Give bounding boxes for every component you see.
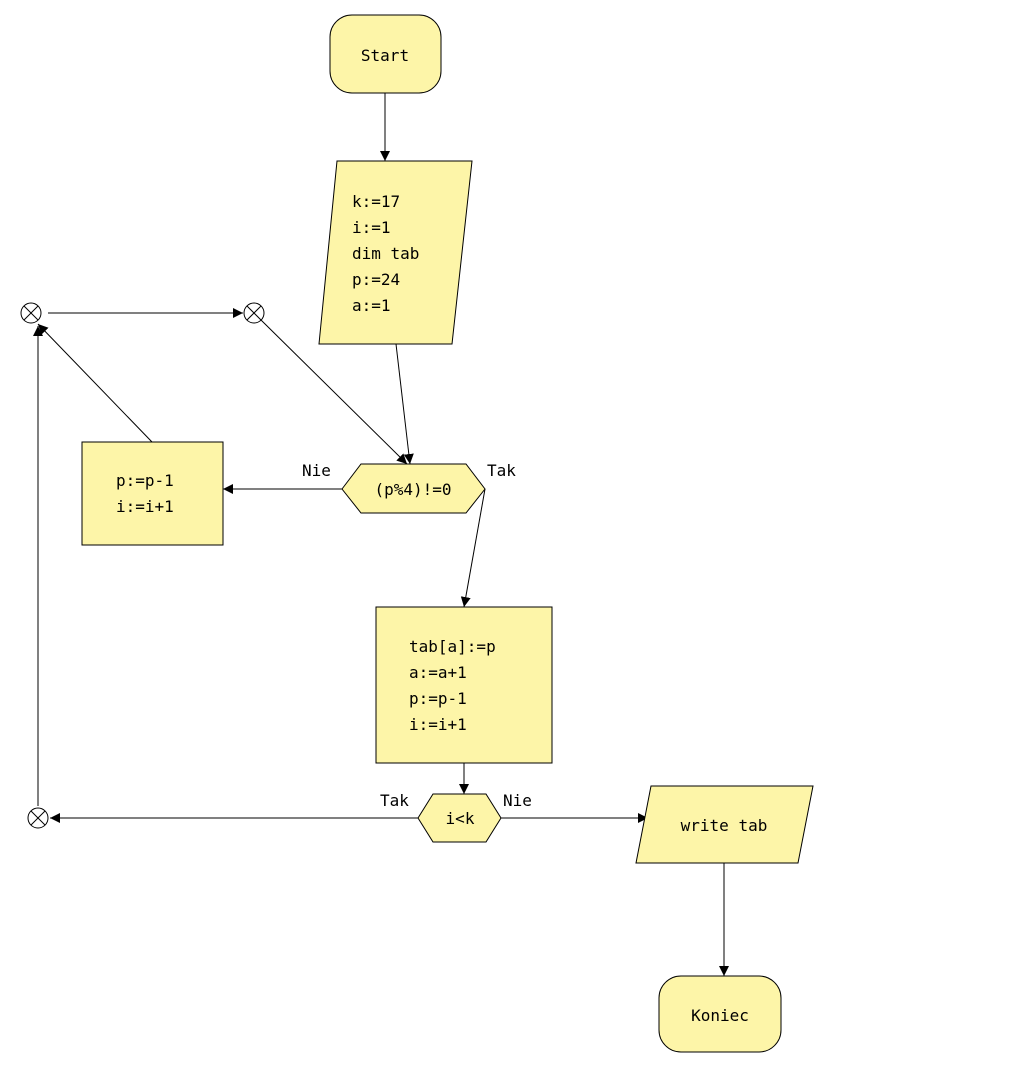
edges <box>33 93 729 976</box>
store-block-line-3: p:=p-1 <box>409 689 467 708</box>
connector-bottom <box>27 807 49 829</box>
init-line-2: i:=1 <box>352 218 391 237</box>
cond-loop-label: i<k <box>446 809 475 828</box>
start-label: Start <box>361 46 409 65</box>
dec-block-line-2: i:=i+1 <box>116 497 174 516</box>
store-block-line-4: i:=i+1 <box>409 715 467 734</box>
cond-mod-yes-label: Tak <box>487 461 516 480</box>
cond-loop-node: i<k <box>417 793 502 843</box>
edge-dec-block-to-connector-top-left <box>37 323 153 443</box>
dec-block-node: p:=p-1 i:=i+1 <box>81 441 224 546</box>
init-line-1: k:=17 <box>352 192 400 211</box>
dec-block-line-1: p:=p-1 <box>116 471 174 490</box>
cond-mod-node: (p%4)!=0 <box>341 463 486 514</box>
write-label: write tab <box>681 816 768 835</box>
edge-cond-mod-yes-to-store-block <box>460 488 486 608</box>
init-node: k:=17 i:=1 dim tab p:=24 a:=1 <box>318 160 473 345</box>
store-block-node: tab[a]:=p a:=a+1 p:=p-1 i:=i+1 <box>375 606 553 764</box>
cond-mod-no-label: Nie <box>302 461 331 480</box>
init-line-4: p:=24 <box>352 270 400 289</box>
cond-loop-no-label: Nie <box>503 791 532 810</box>
init-line-5: a:=1 <box>352 296 391 315</box>
edge-init-to-cond-mod <box>395 343 414 465</box>
store-block-line-1: tab[a]:=p <box>409 637 496 656</box>
write-node: write tab <box>635 785 814 864</box>
store-block-line-2: a:=a+1 <box>409 663 467 682</box>
end-node: Koniec <box>658 975 782 1053</box>
end-label: Koniec <box>691 1006 749 1025</box>
connector-top-right <box>243 302 265 324</box>
cond-loop-yes-label: Tak <box>380 791 409 810</box>
init-line-3: dim tab <box>352 244 419 263</box>
edge-connector-top-right-to-cond-mod <box>260 319 408 465</box>
connector-top-left <box>20 302 42 324</box>
start-node: Start <box>329 14 442 94</box>
cond-mod-label: (p%4)!=0 <box>374 480 451 499</box>
